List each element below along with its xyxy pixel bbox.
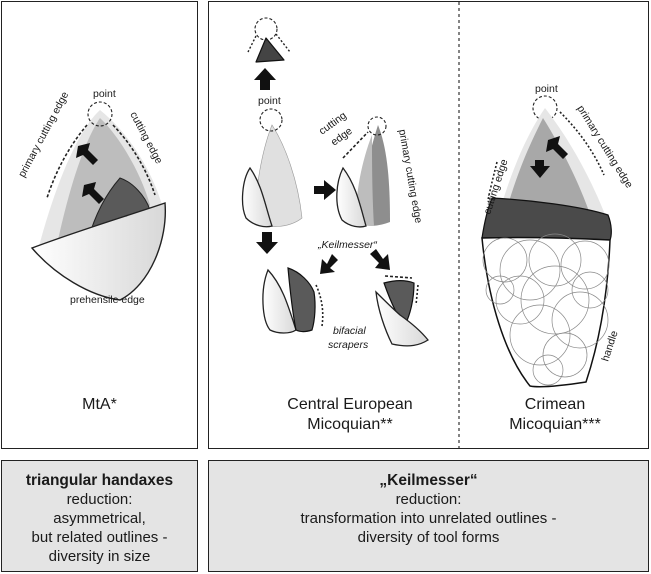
mta-primary-cutting-edge-label: primary cutting edge [16, 90, 71, 180]
keilmesser-point-circle [367, 116, 387, 136]
small-right-dash [275, 33, 291, 53]
bifacial-label-1: bifacial [333, 325, 366, 337]
crimean-left-edge-dash [487, 161, 498, 201]
keilmesser-primary-label: primary cutting edge [396, 128, 424, 224]
mta-arrow-2 [82, 182, 104, 204]
crimean-point-circle [532, 95, 558, 121]
mta-handaxe-group: point primary cutting edge cutting edge … [16, 88, 167, 306]
crimean-group: point cutting edge primary cutting edge … [481, 83, 635, 388]
keilmesser-tool-light [355, 135, 374, 226]
crimean-label-line2: Micoquian*** [509, 416, 601, 433]
lower-right-tool-white [375, 290, 429, 347]
lower-left-tool-light [262, 268, 297, 334]
mta-arrow-1 [76, 143, 98, 165]
central-white-base [241, 166, 273, 228]
mta-right-edge-dashed [112, 124, 156, 196]
lower-left-tool-dark [287, 267, 316, 333]
caption-keilmesser: „Keilmesser“ reduction: transformation i… [208, 460, 649, 572]
small-point-tool [255, 37, 285, 63]
figure-drawing: point primary cutting edge cutting edge … [16, 2, 635, 448]
crimean-point-label: point [535, 83, 558, 95]
micoquian-group: point cutting edge primary cutting edge … [241, 17, 429, 351]
lower-right-tool-dark [383, 280, 415, 327]
crimean-right-edge-dash [559, 111, 605, 176]
mid-point-label: point [258, 95, 281, 107]
keilmesser-cutting-edge-dash [342, 131, 369, 159]
crimean-label-line1: Crimean [524, 396, 586, 413]
caption-left-line1: reduction: [66, 491, 133, 508]
mta-prehensile-edge-label: prehensile edge [70, 294, 145, 306]
caption-right-line2: transformation into unrelated outlines - [300, 510, 557, 527]
lower-right-edge-dash [384, 275, 413, 279]
central-point-circle [259, 108, 283, 132]
caption-left-line4: diversity in size [48, 548, 151, 565]
crimean-handle-label: handle [599, 329, 620, 363]
caption-right-line3: diversity of tool forms [357, 529, 500, 546]
small-point-circle [254, 17, 278, 41]
diag-arrow-right [370, 249, 390, 270]
down-arrow-left [256, 232, 278, 254]
mta-white-base [30, 202, 167, 301]
keilmesser-label: „Keilmesser“ [317, 239, 377, 251]
diag-arrow-left [320, 254, 338, 274]
lower-left-edge-dash [315, 284, 324, 327]
crimean-arrow-2 [530, 160, 550, 178]
up-arrow [254, 68, 276, 90]
right-arrow [314, 180, 336, 200]
caption-right-line1: reduction: [395, 491, 462, 508]
crimean-label: Crimean Micoquian*** [470, 395, 640, 435]
central-handaxe-outer [254, 124, 303, 227]
keilmesser-tool-white [336, 166, 367, 228]
mta-point-circle [87, 101, 113, 127]
bifacial-label-2: scrapers [328, 339, 369, 351]
caption-right-title: „Keilmesser“ [379, 472, 478, 489]
mta-label-text: MtA* [82, 396, 117, 413]
mta-left-edge-dashed [46, 124, 88, 199]
caption-left-line3: but related outlines - [31, 529, 168, 546]
mta-label: MtA* [1, 395, 198, 415]
crimean-arrow-1 [546, 136, 568, 159]
caption-left-line2: asymmetrical, [53, 510, 146, 527]
lower-right-edge-dash-2 [415, 284, 419, 306]
caption-left-title: triangular handaxes [25, 472, 174, 489]
central-label-line1: Central European [287, 396, 413, 413]
central-european-label: Central European Micoquian** [260, 395, 440, 435]
caption-triangular-handaxes: triangular handaxes reduction: asymmetri… [1, 460, 198, 572]
handle-circles [482, 233, 610, 386]
mta-point-label: point [93, 88, 116, 100]
small-left-dash [247, 35, 257, 53]
central-label-line2: Micoquian** [307, 416, 393, 433]
